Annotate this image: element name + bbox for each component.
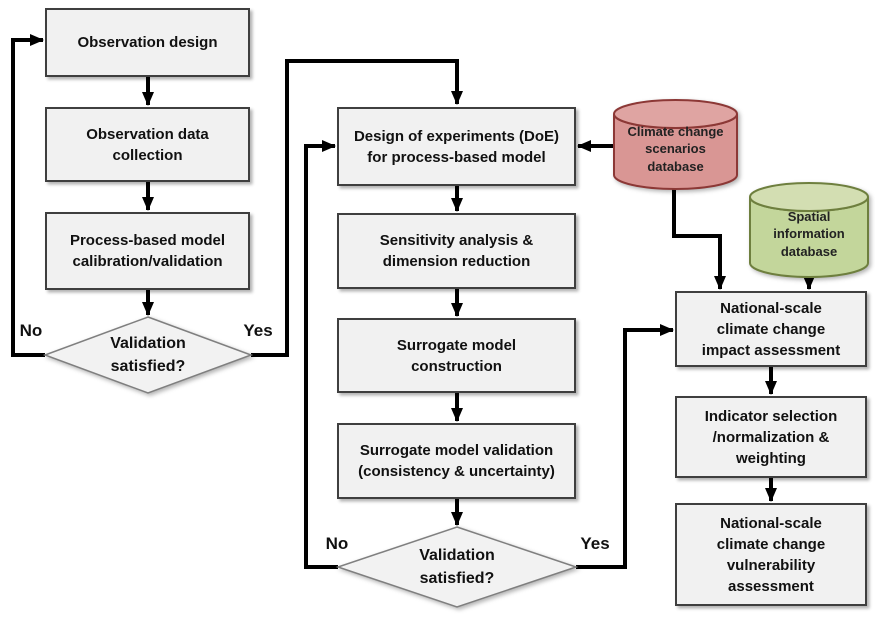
- node-vulnerability-assessment-label: National-scale climate change vulnerabil…: [716, 514, 826, 595]
- node-observation-design: Observation design: [45, 8, 250, 77]
- edge-decision-yes-to-impact: [576, 324, 674, 569]
- node-process-model-calibration: Process-based model calibration/validati…: [45, 212, 250, 290]
- node-observation-data-collection: Observation data collection: [45, 107, 250, 182]
- edge-climatedb-to-impact: [672, 189, 726, 290]
- node-design-of-experiments-label: Design of experiments (DoE) for process-…: [353, 127, 560, 166]
- decision-diamond-left: [42, 316, 254, 394]
- node-impact-assessment-label: National-scale climate change impact ass…: [701, 299, 841, 359]
- edge-label-yes-left: Yes: [243, 321, 273, 340]
- spatial-information-database-label: Spatial information database: [773, 208, 845, 259]
- node-process-model-calibration-label: Process-based model calibration/validati…: [69, 232, 226, 270]
- node-sensitivity-analysis-label: Sensitivity analysis & dimension reducti…: [379, 232, 534, 270]
- node-surrogate-validation-label: Surrogate model validation (consistency …: [358, 442, 555, 480]
- node-design-of-experiments: Design of experiments (DoE) for process-…: [337, 107, 576, 186]
- climate-scenarios-database-cylinder: [613, 99, 738, 190]
- edge-decision-no-loop-mid: [304, 140, 338, 569]
- decision-middle-label: Validation satisfied?: [419, 547, 495, 587]
- edge-label-no-left: No: [19, 321, 43, 340]
- node-indicator-selection: Indicator selection /normalization & wei…: [675, 396, 867, 478]
- edge-decision-yes-to-doe: [251, 59, 463, 357]
- node-indicator-selection-label: Indicator selection /normalization & wei…: [704, 407, 838, 467]
- spatial-information-database-cylinder: [749, 182, 869, 278]
- node-surrogate-validation: Surrogate model validation (consistency …: [337, 423, 576, 499]
- edge-decision-no-loop-left: [11, 34, 45, 357]
- climate-scenarios-database-label: Climate change scenarios database: [627, 123, 724, 174]
- node-impact-assessment: National-scale climate change impact ass…: [675, 291, 867, 367]
- node-observation-data-collection-label: Observation data collection: [86, 125, 209, 164]
- node-observation-design-label: Observation design: [77, 34, 218, 51]
- node-vulnerability-assessment: National-scale climate change vulnerabil…: [675, 503, 867, 606]
- decision-left-label: Validation satisfied?: [110, 335, 186, 375]
- edge-label-no-mid: No: [325, 534, 349, 553]
- decision-diamond-middle: [335, 526, 579, 608]
- node-surrogate-construction-label: Surrogate model construction: [396, 336, 517, 375]
- node-surrogate-construction: Surrogate model construction: [337, 318, 576, 393]
- edge-label-yes-mid: Yes: [580, 534, 610, 553]
- node-sensitivity-analysis: Sensitivity analysis & dimension reducti…: [337, 213, 576, 289]
